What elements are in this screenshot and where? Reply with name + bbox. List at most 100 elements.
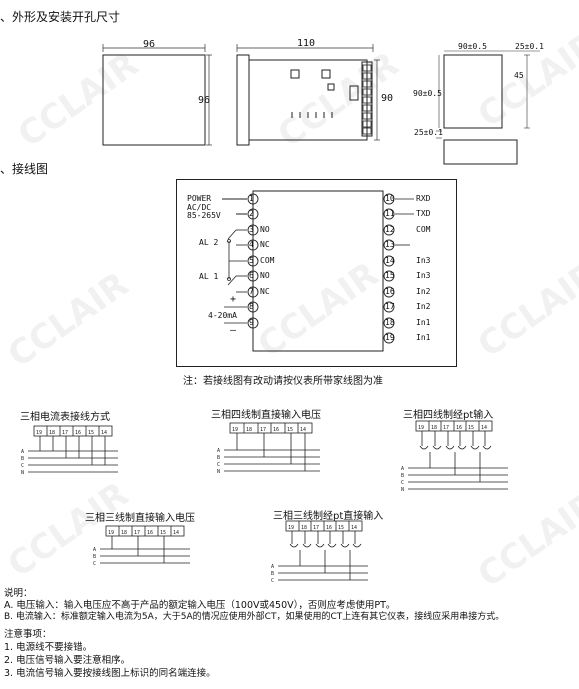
terminal-8-number: 8 <box>249 302 254 311</box>
cd4-phase-a: A <box>93 547 96 553</box>
cd3-t16: 16 <box>456 425 462 431</box>
cd1-t14: 14 <box>101 430 107 436</box>
cd2-title: 三相四线制直接输入电压 <box>211 410 321 421</box>
cd2-t18: 18 <box>246 427 252 433</box>
al1-label: AL 1 <box>199 272 219 281</box>
cd4-t17: 17 <box>134 530 140 536</box>
terminal-18-label: In1 <box>416 318 431 327</box>
front-view <box>102 44 212 146</box>
terminal-14-label: In3 <box>416 256 431 265</box>
cd3-phase-b: B <box>401 473 404 479</box>
cd1-t15: 15 <box>88 430 94 436</box>
terminal-5-number: 5 <box>249 256 254 265</box>
terminal-4-number: 4 <box>249 240 254 249</box>
cd2-phase-c: C <box>217 462 220 468</box>
cd5-t15: 15 <box>338 525 344 531</box>
terminal-3-label: NO <box>260 225 270 234</box>
cd4-phase-c: C <box>93 561 96 567</box>
terminal-2-number: 2 <box>249 209 254 218</box>
power-range-label: 85-265V <box>187 211 221 220</box>
terminal-15-label: In3 <box>416 271 431 280</box>
terminal-11-number: 11 <box>385 209 395 218</box>
wiring-diagram-lines <box>222 190 414 352</box>
side-height-label: 90 <box>381 93 394 104</box>
terminal-4-label: NC <box>260 240 270 249</box>
cd5-phase-a: A <box>271 564 274 570</box>
cd4-title: 三相三线制直接输入电压 <box>85 513 195 524</box>
power-label: POWER <box>187 194 212 203</box>
terminal-15-number: 15 <box>385 271 395 280</box>
side-depth-label: 110 <box>297 38 316 49</box>
terminal-7-number: 7 <box>249 287 254 296</box>
terminal-16-number: 16 <box>385 287 395 296</box>
front-height-label: 96 <box>198 95 211 106</box>
cd1-phase-n: N <box>21 470 24 476</box>
cd1-phase-c: C <box>21 463 24 469</box>
acdc-label: AC/DC <box>187 203 212 212</box>
wiring-section-title: 、接线图 <box>0 162 49 176</box>
cd2-drawing: 19 18 17 16 15 14 A B C N <box>217 422 320 475</box>
terminal-16-label: In2 <box>416 287 431 296</box>
cd4-t14: 14 <box>173 530 179 536</box>
cd5-phase-c: C <box>271 578 274 584</box>
terminal-5-label: COM <box>260 256 275 265</box>
cd1-t16: 16 <box>75 430 81 436</box>
cd3-t15: 15 <box>468 425 474 431</box>
terminal-11-label: TXD <box>416 209 431 218</box>
cd4-t19: 19 <box>108 530 114 536</box>
cd3-t17: 17 <box>443 425 449 431</box>
dimensions-section-title: 、外形及安装开孔尺寸 <box>0 10 121 24</box>
side-view <box>236 44 380 146</box>
cd3-phase-n: N <box>401 487 404 493</box>
cd5-t18: 18 <box>301 525 307 531</box>
terminal-3-number: 3 <box>249 225 254 234</box>
cd5-t19: 19 <box>288 525 294 531</box>
watermark-4: CCLAIR <box>0 264 136 376</box>
explanation-item-b: B. 电流输入：标准额定输入电流为5A，大于5A的情况应使用外部CT，如果使用的… <box>4 612 505 622</box>
terminal-19-label: In1 <box>416 333 431 342</box>
cautions-title: 注意事项： <box>4 629 52 640</box>
cd2-phase-n: N <box>217 469 220 475</box>
cd1-phase-b: B <box>21 456 24 462</box>
cd2-phase-b: B <box>217 455 220 461</box>
cd1-t17: 17 <box>62 430 68 436</box>
cd2-t15: 15 <box>287 427 293 433</box>
cd4-t18: 18 <box>121 530 127 536</box>
analog-plus-sign: + <box>230 294 237 305</box>
cd3-t19: 19 <box>418 425 424 431</box>
gap-bottom-label: 25±0.1 <box>414 128 443 137</box>
caution-item-1: 1. 电源线不要接错。 <box>4 642 93 653</box>
cd1-title: 三相电流表接线方式 <box>20 412 110 423</box>
gap-right-label: 25±0.1 <box>515 42 544 51</box>
cutout-width-label: 90±0.5 <box>458 42 487 51</box>
cd5-t16: 16 <box>326 525 332 531</box>
explanation-item-a: A. 电压输入：输入电压应不高于产品的额定输入电压（100V或450V），否则应… <box>4 600 396 611</box>
cd3-title: 三相四线制经pt输入 <box>403 410 494 421</box>
cd1-phase-a: A <box>21 449 24 455</box>
cd3-t14: 14 <box>481 425 487 431</box>
cd1-t19: 19 <box>36 430 42 436</box>
dimension-drawings <box>102 44 540 165</box>
terminal-13-number: 13 <box>385 240 395 249</box>
cd4-drawing: 19 18 17 16 15 14 A B C <box>93 525 190 567</box>
cd3-drawing: 19 18 17 16 15 14 A B C N <box>401 420 508 493</box>
explanation-title: 说明： <box>4 588 33 599</box>
cutout-height-label: 90±0.5 <box>413 89 442 98</box>
terminal-1-number: 1 <box>249 194 254 203</box>
cd5-title: 三相三线制经pt直接输入 <box>273 511 384 522</box>
cd4-phase-b: B <box>93 554 96 560</box>
cd2-t14: 14 <box>300 427 306 433</box>
cd5-t17: 17 <box>313 525 319 531</box>
terminal-10-number: 10 <box>385 194 395 203</box>
cd3-phase-c: C <box>401 480 404 486</box>
terminal-7-label: NC <box>260 287 270 296</box>
cd2-t19: 19 <box>232 427 238 433</box>
wiring-diagram-frame <box>176 179 457 367</box>
caution-item-3: 3. 电流信号输入要按接线图上标识的同名端连接。 <box>4 668 216 679</box>
terminal-17-label: In2 <box>416 302 431 311</box>
min-spacing-label: 45 <box>514 71 524 80</box>
terminal-14-number: 14 <box>385 256 395 265</box>
cd5-drawing: 19 18 17 16 15 14 A B C <box>271 520 368 584</box>
cd2-t16: 16 <box>273 427 279 433</box>
watermark-8: CCLAIR <box>470 484 579 596</box>
